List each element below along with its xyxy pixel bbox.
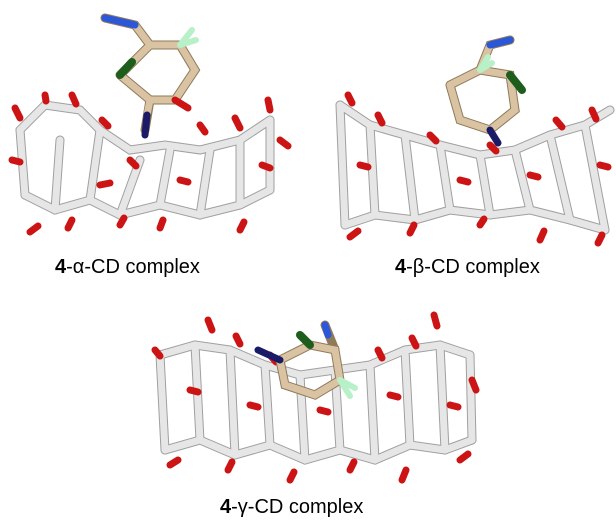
- gamma-complex-label: -γ-CD complex: [231, 496, 364, 518]
- alpha-cd-caption: 4-α-CD complex: [55, 256, 200, 279]
- alpha-complex-label: -α-CD complex: [66, 256, 200, 278]
- beta-compound-number: 4: [395, 256, 407, 278]
- alpha-compound-number: 4: [55, 256, 67, 278]
- beta-complex-label: -β-CD complex: [406, 256, 540, 278]
- gamma-compound-number: 4: [220, 496, 232, 518]
- beta-cd-complex-panel: [330, 15, 616, 250]
- gamma-cd-molecule-render: [151, 311, 480, 484]
- alpha-cd-complex-panel: [0, 0, 310, 250]
- alpha-cd-molecule-render: [8, 13, 292, 236]
- gamma-cd-caption: 4-γ-CD complex: [220, 496, 363, 519]
- gamma-cd-complex-panel: [150, 310, 480, 490]
- beta-cd-molecule-render: [335, 35, 615, 247]
- beta-cd-caption: 4-β-CD complex: [395, 256, 540, 279]
